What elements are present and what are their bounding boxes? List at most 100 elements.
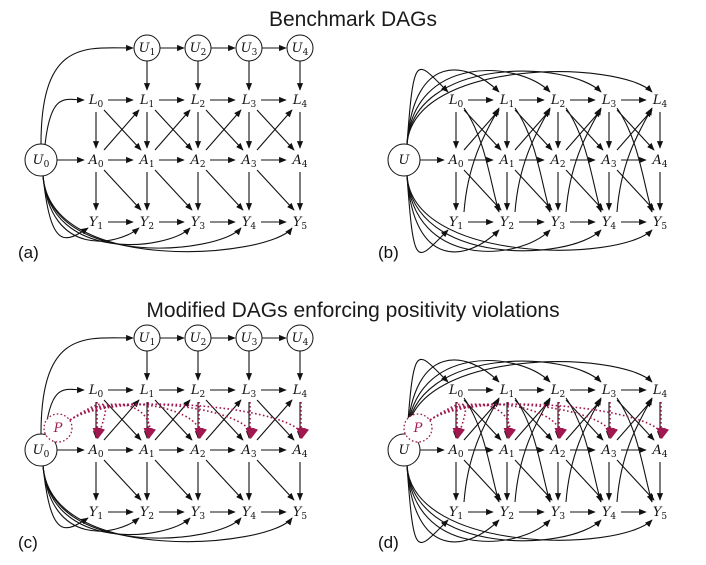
- positivity-edge: [69, 403, 157, 440]
- node-label-a4: A4: [651, 153, 667, 170]
- edge: [463, 397, 500, 503]
- node-label-y1: Y2: [500, 505, 514, 522]
- positivity-node: [403, 413, 433, 443]
- panel-label: (a): [18, 243, 39, 262]
- edge: [514, 459, 553, 501]
- edge: [42, 465, 191, 535]
- edge: [565, 169, 604, 211]
- edge: [42, 175, 140, 242]
- node-label-a3: A3: [240, 153, 256, 170]
- node-label-y1: Y2: [140, 505, 154, 522]
- node-label-y2: Y3: [191, 505, 206, 522]
- node-label-p: P: [53, 421, 63, 436]
- node-label-l2: L2: [190, 93, 205, 110]
- edge: [565, 109, 602, 151]
- edge: [616, 399, 655, 441]
- edge: [103, 169, 142, 211]
- node-label-a1: A1: [498, 443, 514, 460]
- edge: [406, 175, 653, 251]
- edge: [406, 71, 653, 145]
- node-label-u4: U4: [292, 331, 309, 348]
- node-label-u: U: [399, 443, 411, 458]
- node-label-y0: Y1: [449, 215, 463, 232]
- node-label-a3: A3: [600, 443, 616, 460]
- node-label-y4: Y5: [293, 215, 308, 232]
- edge: [406, 360, 551, 435]
- edge: [463, 109, 500, 151]
- edge: [406, 465, 653, 541]
- node-label-u: U: [399, 153, 411, 168]
- node-label-u3: U3: [241, 41, 258, 58]
- edge: [514, 397, 551, 503]
- node-label-u2: U2: [190, 331, 207, 348]
- node-label-a2: A2: [549, 153, 565, 170]
- edge: [406, 175, 500, 253]
- edge: [103, 399, 142, 441]
- edge: [42, 175, 191, 245]
- node-label-y2: Y3: [191, 215, 206, 232]
- edge: [514, 397, 551, 503]
- edge: [256, 109, 293, 151]
- edge: [616, 109, 655, 151]
- edge: [406, 175, 449, 253]
- edge: [154, 399, 193, 441]
- edge: [616, 399, 653, 441]
- edge: [565, 399, 602, 441]
- edge: [463, 107, 500, 213]
- edge: [514, 109, 553, 151]
- node-label-y3: Y4: [242, 215, 257, 232]
- edge: [406, 360, 602, 435]
- edge: [514, 169, 553, 211]
- edge: [406, 358, 449, 435]
- edge: [103, 109, 142, 151]
- edge: [205, 399, 242, 441]
- node-label-u1: U1: [139, 331, 156, 348]
- edge: [103, 459, 142, 501]
- node-label-a4: A4: [291, 443, 307, 460]
- node-label-l4: L4: [292, 383, 308, 400]
- node-label-y4: Y5: [653, 215, 668, 232]
- node-label-a3: A3: [600, 153, 616, 170]
- edge: [565, 397, 602, 503]
- edge: [406, 465, 500, 543]
- positivity-edge: [429, 403, 517, 440]
- edge: [40, 44, 134, 145]
- edge: [565, 107, 602, 213]
- panel-label: (c): [18, 533, 38, 552]
- edge: [406, 361, 653, 435]
- node-label-u4: U4: [292, 41, 309, 58]
- edge: [616, 169, 655, 211]
- edge: [463, 397, 500, 503]
- edge: [42, 465, 140, 532]
- edge: [256, 399, 295, 441]
- node-label-a4: A4: [651, 443, 667, 460]
- node-label-a1: A1: [138, 153, 154, 170]
- node-label-l0: L0: [448, 383, 464, 400]
- node-label-u2: U2: [190, 41, 207, 58]
- edge: [40, 334, 134, 435]
- node-label-l3: L3: [241, 383, 257, 400]
- edge: [616, 107, 653, 213]
- edge: [514, 107, 551, 213]
- node-label-a0: A0: [87, 443, 103, 460]
- edge: [205, 169, 244, 211]
- edge: [514, 109, 551, 151]
- edge: [463, 459, 502, 501]
- edge: [205, 459, 244, 501]
- node-label-l0: L0: [88, 93, 104, 110]
- edge: [514, 399, 553, 441]
- node-label-a2: A2: [549, 443, 565, 460]
- edge: [463, 107, 500, 213]
- node-label-y3: Y4: [602, 505, 617, 522]
- edge: [463, 399, 500, 441]
- edge: [406, 69, 500, 145]
- edge: [406, 68, 449, 145]
- node-label-l1: L1: [139, 383, 154, 400]
- node-label-l2: L2: [550, 383, 565, 400]
- edge: [406, 359, 500, 435]
- node-label-a0: A0: [447, 443, 463, 460]
- edge: [42, 465, 242, 539]
- edge: [154, 459, 193, 501]
